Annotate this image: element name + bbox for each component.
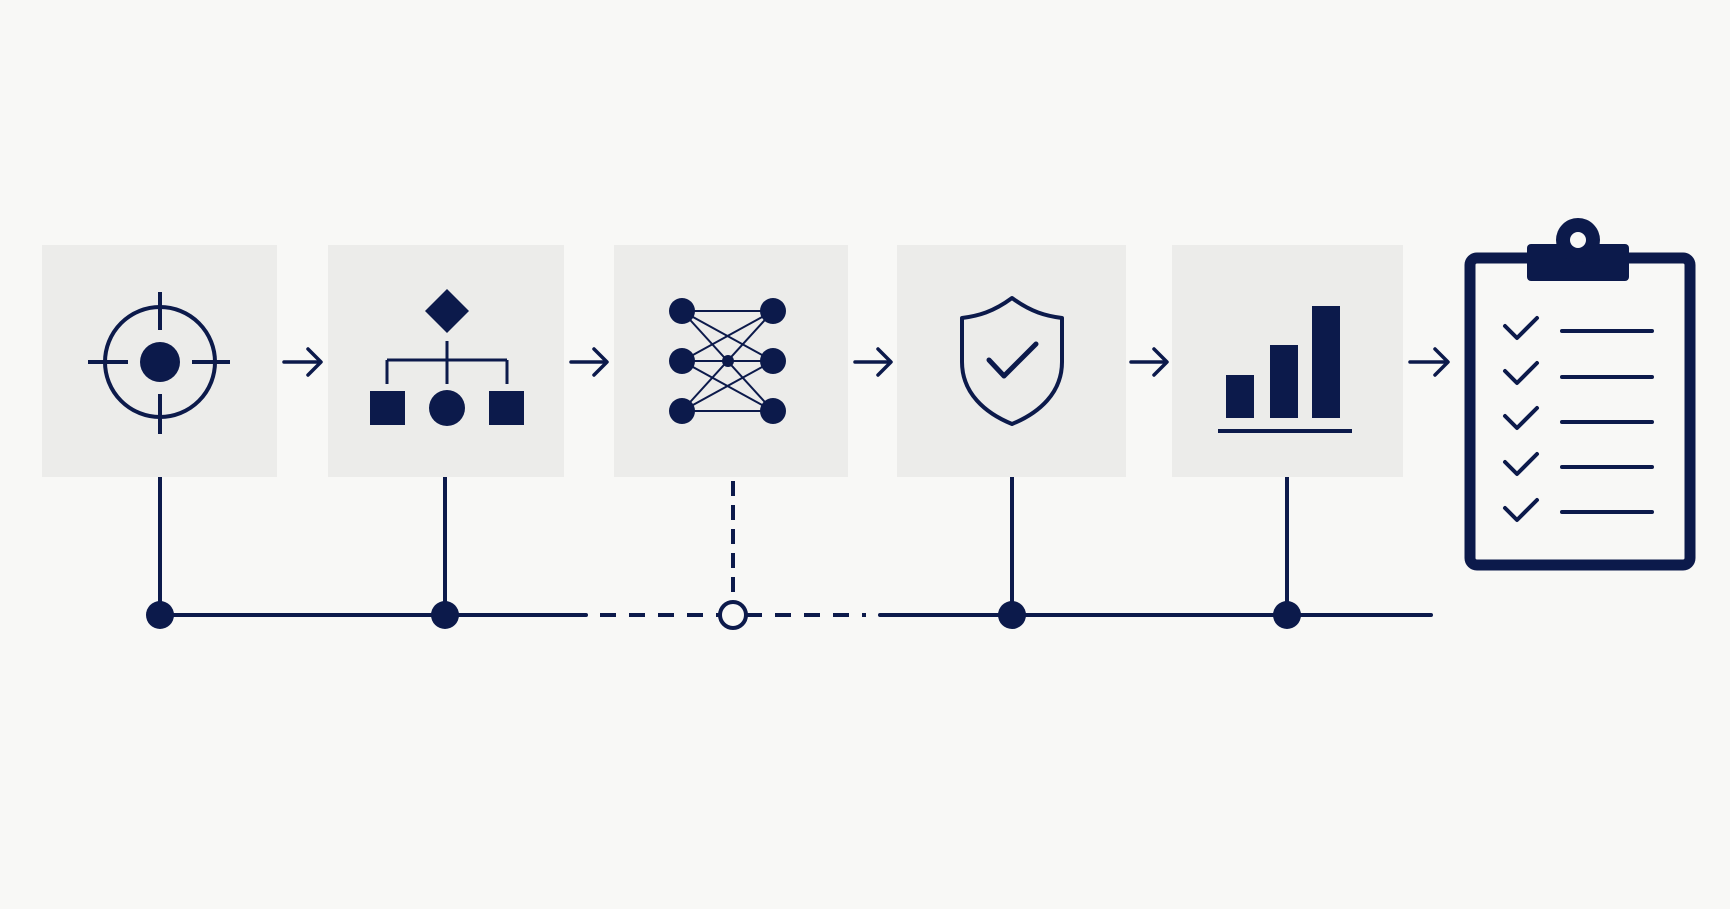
checklist-clipboard-icon <box>1464 218 1696 571</box>
shield-check-icon <box>960 296 1064 426</box>
timeline-node-4 <box>998 601 1026 629</box>
flow-arrow-5 <box>1408 347 1450 377</box>
flow-arrow-4 <box>1129 347 1169 377</box>
step-card-4 <box>897 245 1126 477</box>
neural-network-icon <box>669 298 786 424</box>
flow-arrow-1 <box>282 347 323 377</box>
flow-arrow-3 <box>853 347 893 377</box>
timeline-node-2 <box>431 601 459 629</box>
target-crosshair-icon <box>88 292 230 434</box>
hierarchy-decision-icon <box>370 289 524 426</box>
bar-chart-icon <box>1218 306 1352 433</box>
timeline-node-5 <box>1273 601 1301 629</box>
flow-arrow-2 <box>569 347 609 377</box>
timeline-node-1 <box>146 601 174 629</box>
timeline-node-3 <box>718 600 748 630</box>
